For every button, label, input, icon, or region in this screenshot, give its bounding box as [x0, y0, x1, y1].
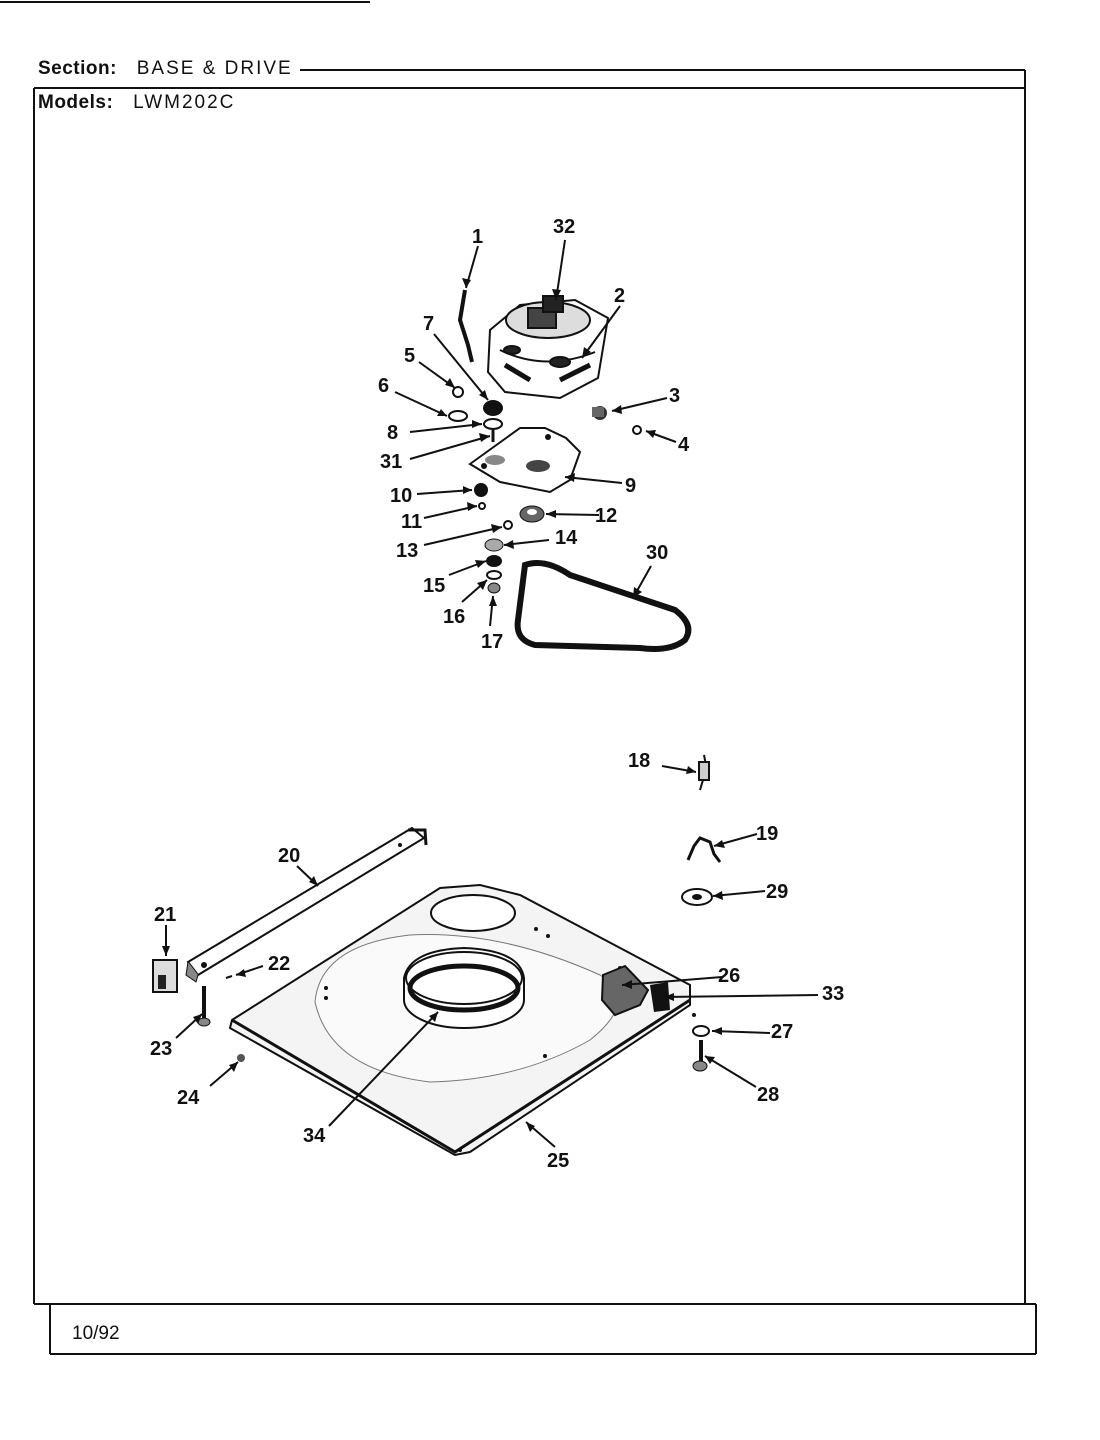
part-11-screw	[478, 502, 486, 510]
models-label: Models:	[38, 92, 114, 113]
part-14-washer	[484, 538, 504, 552]
callout-7: 7	[423, 313, 434, 335]
revision-date: 10/92	[72, 1323, 120, 1344]
models-header: Models: LWM202C	[38, 92, 235, 114]
callout-24: 24	[177, 1087, 200, 1109]
section-header: Section: BASE & DRIVE	[38, 58, 293, 80]
part-10-grommet	[474, 483, 488, 497]
callout-8: 8	[387, 422, 398, 444]
callout-23: 23	[150, 1038, 172, 1060]
callout-12: 12	[595, 505, 617, 527]
callout-21: 21	[154, 904, 176, 926]
part-5-bolt	[452, 386, 464, 398]
page-frame	[0, 1, 1037, 1355]
callout-14: 14	[555, 527, 578, 549]
callout-6: 6	[378, 375, 389, 397]
models-value: LWM202C	[133, 92, 236, 113]
part-26-bracket	[600, 964, 650, 1017]
section-value: BASE & DRIVE	[136, 58, 293, 79]
callout-28: 28	[757, 1084, 779, 1106]
callout-19: 19	[756, 823, 778, 845]
part-33-pad	[650, 982, 670, 1012]
part-34-ring	[403, 946, 525, 1029]
part-20-brace	[185, 826, 428, 983]
callout-34: 34	[303, 1125, 326, 1147]
part-4-screw	[632, 425, 642, 435]
callout-26: 26	[718, 965, 740, 987]
part-23-bolt	[197, 986, 211, 1027]
callout-9: 9	[625, 475, 636, 497]
part-7-grommet	[483, 400, 503, 416]
part-29-washer	[681, 888, 713, 906]
callout-10: 10	[390, 485, 412, 507]
part-16-washer	[486, 570, 502, 580]
callout-4: 4	[678, 434, 690, 456]
callout-13: 13	[396, 540, 418, 562]
part-12-pulley	[519, 505, 545, 523]
part-30-belt	[514, 560, 692, 652]
part-9-mount-plate	[468, 427, 582, 494]
callout-31: 31	[380, 451, 402, 473]
section-label: Section:	[38, 58, 117, 79]
callout-3: 3	[669, 385, 680, 407]
part-21-block	[152, 959, 178, 993]
callout-5: 5	[404, 345, 415, 367]
part-8-washer	[483, 418, 503, 430]
part-3-switch	[592, 406, 607, 420]
callout-18: 18	[628, 750, 650, 772]
callout-11: 11	[401, 511, 422, 533]
callout-labels: 1 2 3 4 5 6 7 8 9 10 11 12 13 14 15 16 1…	[150, 216, 844, 1172]
callout-17: 17	[481, 631, 503, 653]
part-18-spring	[698, 754, 710, 791]
part-19-clip	[686, 836, 722, 863]
callout-2: 2	[614, 285, 625, 307]
callout-16: 16	[443, 606, 465, 628]
callout-20: 20	[278, 845, 300, 867]
part-13-screw	[503, 520, 513, 530]
part-24-screw	[237, 1054, 245, 1062]
callout-15: 15	[423, 575, 445, 597]
callout-33: 33	[822, 983, 844, 1005]
part-15-grommet	[486, 555, 502, 567]
callout-29: 29	[766, 881, 788, 903]
callout-1: 1	[472, 226, 483, 248]
arrowheads	[162, 278, 725, 1132]
callout-25: 25	[547, 1150, 569, 1172]
part-1-wire	[457, 289, 474, 363]
callout-27: 27	[771, 1021, 793, 1043]
part-28-bolt	[692, 1040, 708, 1072]
motor	[486, 295, 610, 400]
callout-30: 30	[646, 542, 668, 564]
part-22-screw	[225, 975, 233, 979]
part-17-nut	[487, 582, 501, 594]
part-27-washer	[692, 1025, 710, 1037]
callout-32: 32	[553, 216, 575, 238]
part-6-washer	[448, 410, 468, 422]
callout-22: 22	[268, 953, 290, 975]
